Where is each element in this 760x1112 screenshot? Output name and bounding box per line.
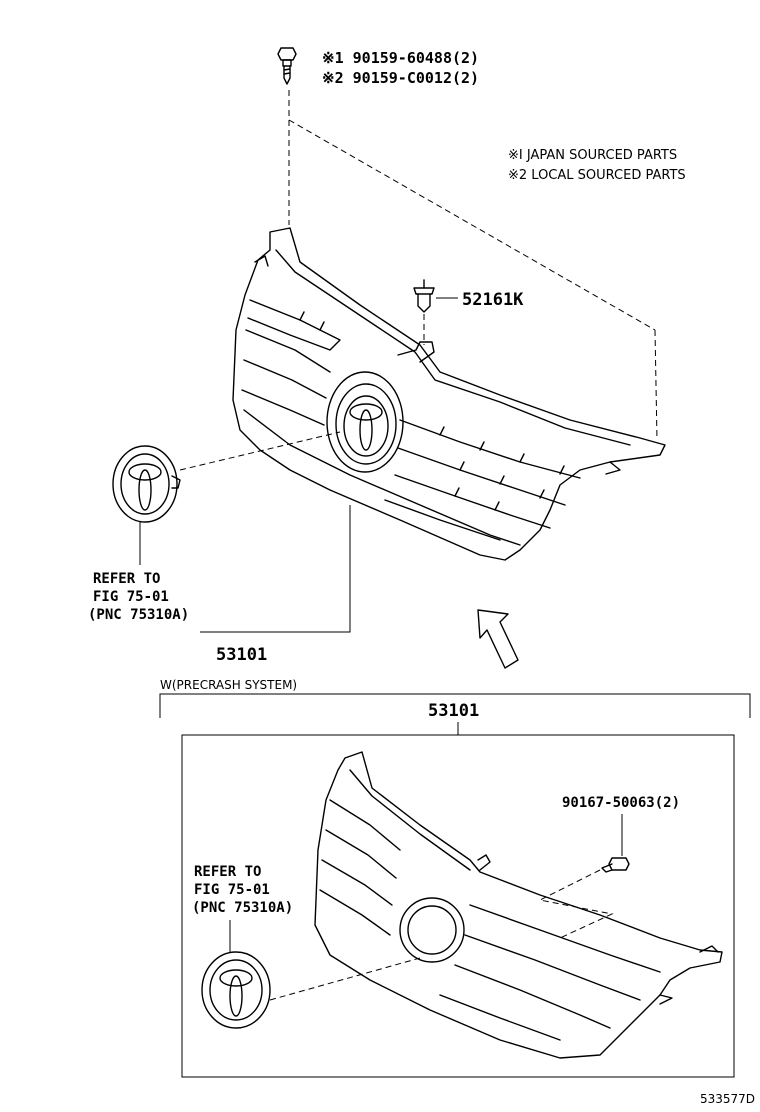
bottom-refer-text-line-3: (PNC 75310A) — [192, 900, 293, 916]
bottom-grille-part-label: 53101 — [428, 701, 479, 721]
note-local-sourced: ※2 LOCAL SOURCED PARTS — [508, 168, 686, 183]
grille-part-label: 53101 — [216, 645, 267, 665]
note-japan-sourced: ※I JAPAN SOURCED PARTS — [508, 148, 677, 163]
bolt-part-2-label: ※2 90159-C0012(2) — [322, 69, 479, 87]
bottom-refer-text-line-2: FIG 75-01 — [194, 882, 270, 898]
precrash-variant-frame — [181, 734, 735, 1078]
clip-icon — [413, 279, 435, 313]
variant-label: W(PRECRASH SYSTEM) — [160, 678, 297, 692]
refer-text-line-1: REFER TO — [93, 571, 160, 587]
bottom-bolt-part-label: 90167-50063(2) — [562, 795, 680, 811]
arrow-up-left-icon — [477, 609, 519, 669]
emblem-icon — [201, 951, 271, 1029]
clip-part-label: 52161K — [462, 290, 524, 310]
bolt-icon — [277, 47, 297, 85]
bottom-bolt-dashed-leader — [538, 869, 614, 939]
variant-bracket — [159, 693, 751, 718]
radiator-grille-bottom — [314, 751, 723, 1059]
refer-text-line-2: FIG 75-01 — [93, 589, 169, 605]
bottom-emblem-leader — [269, 957, 421, 1001]
bolt-part-1-label: ※1 90159-60488(2) — [322, 49, 479, 67]
emblem-leader — [179, 431, 341, 471]
drawing-id: 533577D — [700, 1092, 755, 1106]
bolt-icon — [601, 857, 630, 873]
grille-part-leader — [200, 505, 351, 633]
emblem-icon — [112, 445, 181, 523]
bolt-leader-lines — [288, 90, 658, 441]
refer-text-line-3: (PNC 75310A) — [88, 607, 189, 623]
bottom-refer-text-line-1: REFER TO — [194, 864, 261, 880]
radiator-grille-top — [232, 227, 666, 561]
